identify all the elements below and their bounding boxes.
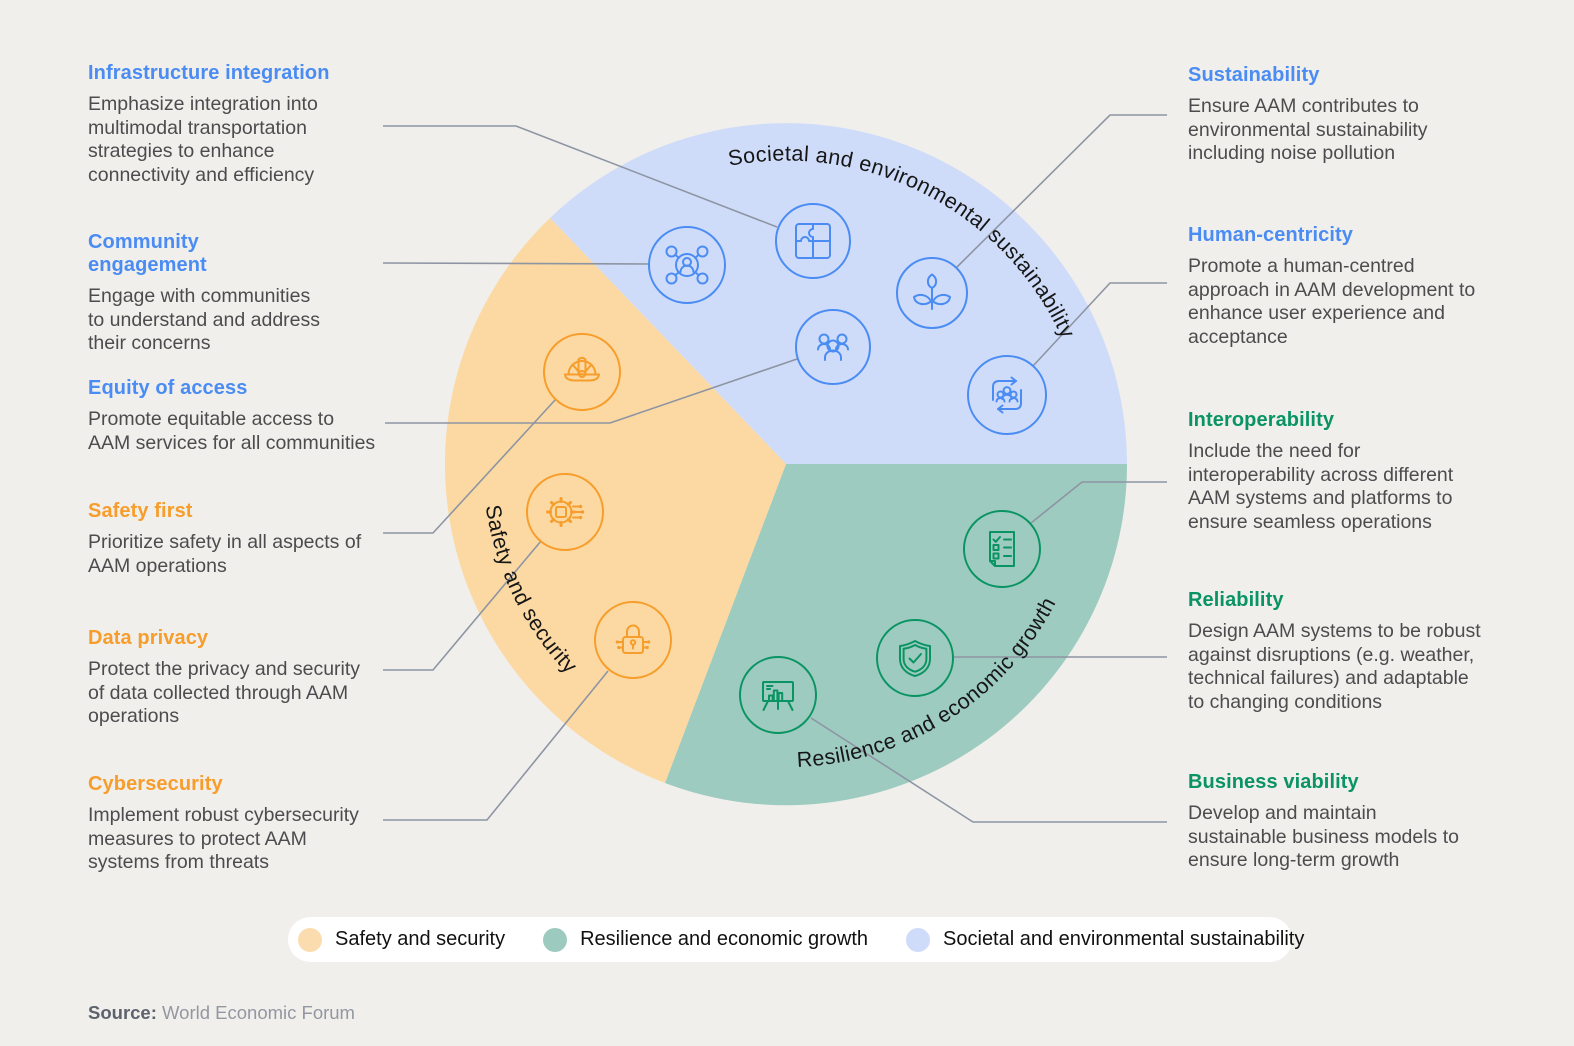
segment-resilience-growth	[665, 464, 1127, 806]
callout-community-engagement: Community engagement Engage with communi…	[88, 231, 320, 356]
callout-body: Prioritize safety in all aspects of AAM …	[88, 531, 362, 577]
callout-title: Sustainability	[1188, 64, 1320, 86]
legend: Safety and security Resilience and econo…	[288, 917, 1304, 962]
puzzle-icon	[775, 203, 851, 279]
people-group-icon	[795, 309, 871, 385]
segment-societal-sustainability	[550, 123, 1127, 465]
legend-label: Resilience and economic growth	[580, 928, 869, 950]
legend-dot-safety	[298, 927, 322, 952]
callout-interoperability: Interoperability Include the need for in…	[1188, 409, 1480, 534]
callout-sustainability: Sustainability Ensure AAM contributes to…	[1188, 64, 1450, 166]
callout-title: Community engagement	[88, 231, 207, 276]
source-note: Source: World Economic Forum	[88, 1002, 355, 1024]
callout-body: Engage with communities to understand an…	[88, 285, 321, 354]
callout-infrastructure-integration: Infrastructure integration Emphasize int…	[88, 62, 338, 187]
connector-cybersecurity	[383, 670, 609, 821]
legend-dot-societal	[906, 927, 931, 952]
callout-body: Protect the privacy and security of data…	[88, 658, 361, 727]
callout-body: Promote a human-centred approach in AAM …	[1188, 255, 1476, 348]
checklist-icon	[963, 510, 1041, 588]
callout-title: Safety first	[88, 500, 193, 522]
shield-check-icon	[876, 619, 954, 697]
callout-body: Develop and maintain sustainable busines…	[1188, 802, 1459, 871]
callout-body: Include the need for interoperability ac…	[1188, 440, 1454, 533]
connector-community-engagement	[382, 262, 650, 265]
connector-interoperability	[1030, 481, 1167, 524]
leaf-icon	[896, 257, 968, 329]
callout-body: Promote equitable access to AAM services…	[88, 408, 376, 454]
callout-equity-of-access: Equity of access Promote equitable acces…	[88, 377, 376, 455]
source-prefix: Source:	[88, 1002, 157, 1023]
connector-sustainability	[955, 114, 1167, 269]
callout-title: Data privacy	[88, 627, 209, 649]
hard-hat-icon	[543, 333, 621, 411]
legend-item-societal: Societal and environmental sustainabilit…	[906, 927, 1305, 952]
callout-human-centricity: Human-centricity Promote a human-centred…	[1188, 224, 1476, 349]
human-cycle-icon	[967, 355, 1047, 435]
callout-body: Emphasize integration into multimodal tr…	[88, 93, 318, 186]
callout-body: Implement robust cybersecurity measures …	[88, 804, 359, 873]
network-icon	[648, 226, 726, 304]
callout-data-privacy: Data privacy Protect the privacy and sec…	[88, 627, 378, 729]
legend-dot-resilience	[543, 927, 568, 952]
callout-body: Design AAM systems to be robust against …	[1188, 620, 1481, 713]
chip-gear-icon	[526, 473, 604, 551]
callout-body: Ensure AAM contributes to environmental …	[1188, 95, 1428, 164]
connector-equity-of-access	[385, 358, 798, 424]
callout-title: Infrastructure integration	[88, 62, 330, 84]
connector-safety-first	[383, 398, 557, 534]
padlock-icon	[594, 601, 672, 679]
callout-reliability: Reliability Design AAM systems to be rob…	[1188, 589, 1486, 714]
callout-title: Interoperability	[1188, 409, 1335, 431]
connector-human-centricity	[1032, 282, 1167, 367]
connector-business-viability	[810, 717, 1167, 823]
callout-cybersecurity: Cybersecurity Implement robust cybersecu…	[88, 773, 372, 875]
callout-business-viability: Business viability Develop and maintain …	[1188, 771, 1468, 873]
callout-title: Human-centricity	[1188, 224, 1353, 246]
segment-safety-security	[444, 218, 786, 783]
connector-infrastructure-integration	[383, 125, 778, 228]
connector-data-privacy	[383, 540, 542, 671]
callout-title: Equity of access	[88, 377, 248, 399]
source-text: World Economic Forum	[162, 1002, 355, 1023]
callout-safety-first: Safety first Prioritize safety in all as…	[88, 500, 370, 578]
callout-title: Cybersecurity	[88, 773, 223, 795]
legend-label: Safety and security	[335, 928, 506, 950]
callout-title: Business viability	[1188, 771, 1359, 793]
legend-item-safety: Safety and security	[298, 927, 506, 952]
legend-item-resilience: Resilience and economic growth	[543, 927, 869, 952]
legend-label: Societal and environmental sustainabilit…	[943, 928, 1305, 950]
presentation-chart-icon	[739, 656, 817, 734]
callout-title: Reliability	[1188, 589, 1284, 611]
